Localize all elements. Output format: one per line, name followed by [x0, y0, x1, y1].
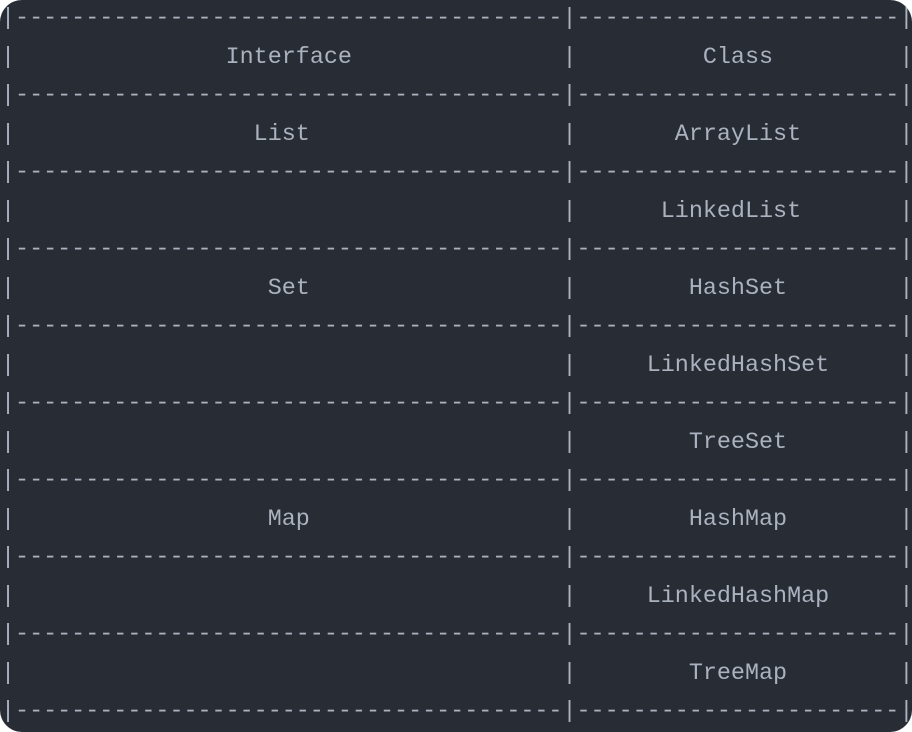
column-separator-bar: |	[562, 275, 577, 302]
cell-interface	[15, 661, 562, 687]
table-row: | Interface | Class |	[1, 39, 912, 78]
column-separator-bar: |	[1, 660, 16, 687]
column-separator-bar: |	[562, 198, 577, 225]
cell-class: LinkedHashSet	[576, 352, 900, 379]
column-separator-bar: |	[562, 583, 577, 610]
cell-class: LinkedHashMap	[576, 583, 900, 610]
table-row: | | TreeSet |	[1, 424, 912, 463]
cell-class: TreeMap	[576, 660, 900, 687]
cell-class: TreeSet	[576, 429, 900, 456]
row-divider: |---------------------------------------…	[1, 314, 912, 341]
cell-class: HashSet	[576, 275, 900, 302]
column-separator-bar: |	[1, 44, 16, 71]
column-separator-bar: |	[899, 121, 912, 148]
column-separator-bar: |	[1, 506, 16, 533]
column-separator-bar: |	[899, 352, 912, 379]
column-separator-bar: |	[562, 429, 577, 456]
cell-interface	[15, 430, 562, 456]
table-row: | | LinkedHashMap |	[1, 578, 912, 617]
cell-interface	[15, 353, 562, 379]
cell-interface	[15, 584, 562, 610]
table-row: | Map | HashMap |	[1, 501, 912, 540]
cell-class: ArrayList	[576, 121, 900, 148]
cell-class: HashMap	[576, 506, 900, 533]
column-separator-bar: |	[899, 44, 912, 71]
column-separator-bar: |	[1, 198, 16, 225]
row-divider: |---------------------------------------…	[1, 622, 912, 649]
column-separator-bar: |	[899, 583, 912, 610]
column-separator-bar: |	[899, 660, 912, 687]
table-row: | Set | HashSet |	[1, 270, 912, 309]
row-divider: |---------------------------------------…	[1, 468, 912, 495]
row-divider: |---------------------------------------…	[1, 391, 912, 418]
cell-interface: Map	[15, 506, 563, 533]
column-separator-bar: |	[899, 429, 912, 456]
column-separator-bar: |	[1, 429, 16, 456]
column-separator-bar: |	[562, 506, 577, 533]
column-separator-bar: |	[899, 275, 912, 302]
column-separator-bar: |	[562, 121, 577, 148]
row-divider: |---------------------------------------…	[1, 699, 912, 726]
row-divider: |---------------------------------------…	[1, 237, 912, 264]
row-divider: |---------------------------------------…	[1, 160, 912, 187]
column-separator-bar: |	[1, 352, 16, 379]
table-row: | | LinkedHashSet |	[1, 347, 912, 386]
column-separator-bar: |	[562, 44, 577, 71]
column-separator-bar: |	[562, 660, 577, 687]
cell-interface: List	[15, 121, 563, 148]
row-divider: |---------------------------------------…	[1, 83, 912, 110]
header-cell-class: Class	[576, 44, 900, 71]
row-divider: |---------------------------------------…	[1, 6, 912, 32]
column-separator-bar: |	[562, 352, 577, 379]
table-row: | | TreeMap |	[1, 655, 912, 694]
table-row: | | LinkedList |	[1, 193, 912, 232]
cell-class: LinkedList	[576, 198, 900, 225]
column-separator-bar: |	[899, 198, 912, 225]
table-row: | List | ArrayList |	[1, 116, 912, 155]
header-cell-interface: Interface	[15, 44, 563, 71]
cell-interface: Set	[15, 275, 563, 302]
column-separator-bar: |	[1, 275, 16, 302]
cell-interface	[15, 199, 562, 225]
row-divider: |---------------------------------------…	[1, 545, 912, 572]
column-separator-bar: |	[899, 506, 912, 533]
column-separator-bar: |	[1, 121, 16, 148]
column-separator-bar: |	[1, 583, 16, 610]
